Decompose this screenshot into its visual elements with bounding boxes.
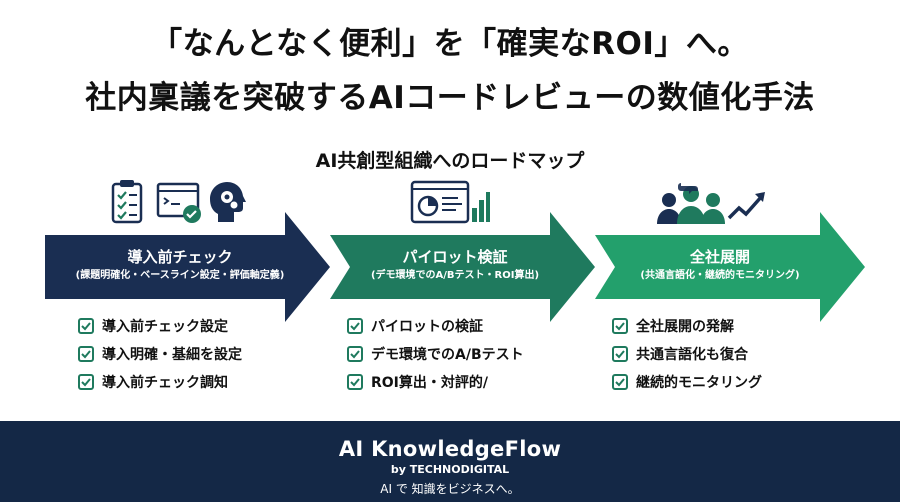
stage-2-label: パイロット検証 (デモ環境でのA/Bテスト・ROI算出) — [325, 247, 585, 283]
stage-2-name: パイロット検証 — [402, 248, 508, 266]
list-item: ROI算出・対評的/ — [347, 368, 524, 396]
check-label: デモ環境でのA/Bテスト — [371, 347, 524, 363]
stage-1-icons — [110, 178, 250, 228]
list-item: 導入前チェック設定 — [78, 312, 242, 340]
footer-banner: AI KnowledgeFlow by TECHNODIGITAL AI で 知… — [0, 421, 900, 502]
clipboard-checklist-icon — [111, 180, 143, 224]
checkbox-checked-icon — [78, 318, 94, 334]
checkbox-checked-icon — [347, 374, 363, 390]
stage-3-sub: (共通言語化・継続的モニタリング) — [640, 270, 800, 281]
checkbox-checked-icon — [347, 318, 363, 334]
brand-name: AI KnowledgeFlow — [338, 437, 562, 461]
stage-1-arrow — [45, 212, 330, 322]
roadmap-subtitle: AI共創型組織へのロードマップ — [315, 150, 585, 172]
page-title-line-1: 「なんとなく便利」を「確実なROI」へ。 — [151, 26, 749, 62]
stage-2-sub: (デモ環境でのA/Bテスト・ROI算出) — [370, 270, 540, 281]
stage-2-checklist: パイロットの検証 デモ環境でのA/Bテスト ROI算出・対評的/ — [347, 312, 524, 396]
checkbox-checked-icon — [78, 346, 94, 362]
stage-3-checklist: 全社展開の発解 共通言語化も復合 継続的モニタリング — [612, 312, 762, 396]
brand-byline: by TECHNODIGITAL — [390, 463, 510, 476]
stage-3-icons — [655, 178, 775, 228]
checkbox-checked-icon — [612, 318, 628, 334]
list-item: デモ環境でのA/Bテスト — [347, 340, 524, 368]
check-label: 導入前チェック調知 — [102, 375, 228, 391]
checkbox-checked-icon — [347, 346, 363, 362]
check-label: 共通言語化も復合 — [636, 347, 748, 363]
dashboard-chart-icon — [410, 180, 490, 224]
stage-1-name: 導入前チェック — [127, 248, 233, 266]
check-label: 継続的モニタリング — [636, 375, 762, 391]
screen-check-icon — [156, 182, 201, 223]
stage-1-label: 導入前チェック (課題明確化・ベースライン設定・評価軸定義) — [50, 247, 310, 283]
stage-2-icons — [410, 178, 490, 228]
roadmap-arrows — [45, 212, 865, 322]
check-label: ROI算出・対評的/ — [371, 375, 489, 391]
stage-1-checklist: 導入前チェック設定 導入明確・基細を設定 導入前チェック調知 — [78, 312, 242, 396]
check-label: 導入明確・基細を設定 — [102, 347, 242, 363]
head-gears-icon — [210, 182, 246, 222]
list-item: 共通言語化も復合 — [612, 340, 762, 368]
list-item: 全社展開の発解 — [612, 312, 762, 340]
stage-3-name: 全社展開 — [689, 248, 750, 266]
list-item: 継続的モニタリング — [612, 368, 762, 396]
checkbox-checked-icon — [612, 346, 628, 362]
stage-3-label: 全社展開 (共通言語化・継続的モニタリング) — [590, 247, 850, 283]
team-growth-icon — [657, 183, 765, 224]
page-title-line-2: 社内稟議を突破するAIコードレビューの数値化手法 — [85, 80, 815, 116]
stage-2-arrow — [310, 212, 595, 322]
list-item: 導入明確・基細を設定 — [78, 340, 242, 368]
check-label: 全社展開の発解 — [636, 319, 734, 335]
stage-1-sub: (課題明確化・ベースライン設定・評価軸定義) — [75, 270, 285, 281]
list-item: 導入前チェック調知 — [78, 368, 242, 396]
stage-3-arrow — [575, 212, 865, 322]
checkbox-checked-icon — [78, 374, 94, 390]
check-label: パイロットの検証 — [371, 319, 483, 335]
check-label: 導入前チェック設定 — [102, 319, 228, 335]
brand-tagline: AI で 知識をビジネスへ。 — [380, 482, 520, 496]
checkbox-checked-icon — [612, 374, 628, 390]
list-item: パイロットの検証 — [347, 312, 524, 340]
